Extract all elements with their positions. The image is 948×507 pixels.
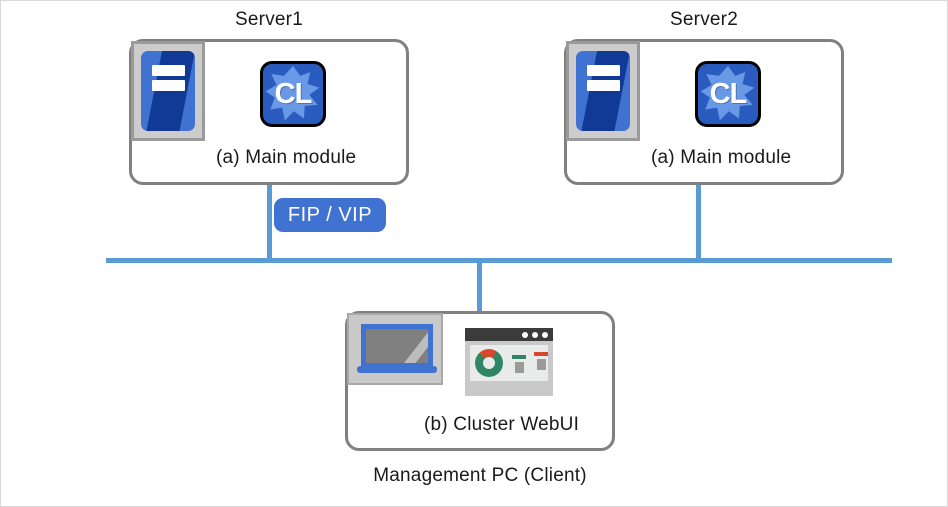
browser-webui-icon xyxy=(465,328,553,396)
server2-box: CL (a) Main module xyxy=(564,39,844,185)
cl-icon-label: CL xyxy=(274,77,313,110)
server-slot-bar-1 xyxy=(151,65,186,77)
server-slot-bar-2 xyxy=(151,79,186,91)
server-slot-bar-1 xyxy=(586,65,621,77)
server-rack-icon xyxy=(131,41,205,141)
mini-bar-stem xyxy=(514,362,524,373)
server1-module-label: (a) Main module xyxy=(216,147,357,168)
cl-icon-label: CL xyxy=(709,77,748,110)
server-chassis-shade xyxy=(580,51,630,131)
clusterpro-cl-icon: CL xyxy=(260,61,326,127)
clusterpro-cl-icon: CL xyxy=(695,61,761,127)
laptop-base xyxy=(357,366,437,373)
server1-network-link xyxy=(267,185,272,261)
browser-titlebar xyxy=(465,328,553,341)
mini-bar-chart-icon xyxy=(534,352,548,370)
fip-vip-badge: FIP / VIP xyxy=(274,198,386,232)
mini-bar-cap xyxy=(512,355,526,359)
laptop-screen-glint xyxy=(389,337,428,363)
mini-bar-stem xyxy=(536,359,546,370)
laptop-screen xyxy=(361,324,433,368)
laptop-screen-glint xyxy=(396,329,428,363)
network-bus-line xyxy=(106,258,892,263)
management-pc-network-link xyxy=(477,259,482,311)
server-chassis xyxy=(576,51,630,131)
server2-caption: Server2 xyxy=(670,9,738,30)
browser-dot-icon xyxy=(522,332,528,338)
browser-content-area xyxy=(470,345,548,381)
browser-dot-icon xyxy=(542,332,548,338)
management-pc-module-label: (b) Cluster WebUI xyxy=(424,414,580,435)
server1-caption: Server1 xyxy=(235,9,303,30)
mini-bar-cap xyxy=(534,352,548,356)
donut-chart-icon xyxy=(475,349,503,377)
server2-network-link xyxy=(696,185,701,261)
browser-dot-icon xyxy=(532,332,538,338)
server2-module-label: (a) Main module xyxy=(651,147,792,168)
management-pc-box: (b) Cluster WebUI xyxy=(345,311,615,451)
laptop-icon xyxy=(347,313,443,385)
cl-splash-shape xyxy=(265,65,320,121)
server-chassis-shade xyxy=(145,51,195,131)
server-chassis xyxy=(141,51,195,131)
management-pc-caption: Management PC (Client) xyxy=(373,465,587,486)
server-slot-bar-2 xyxy=(586,79,621,91)
cl-splash-shape xyxy=(700,65,755,121)
server1-box: CL (a) Main module xyxy=(129,39,409,185)
mini-bar-chart-icon xyxy=(512,355,526,373)
server-rack-icon xyxy=(566,41,640,141)
